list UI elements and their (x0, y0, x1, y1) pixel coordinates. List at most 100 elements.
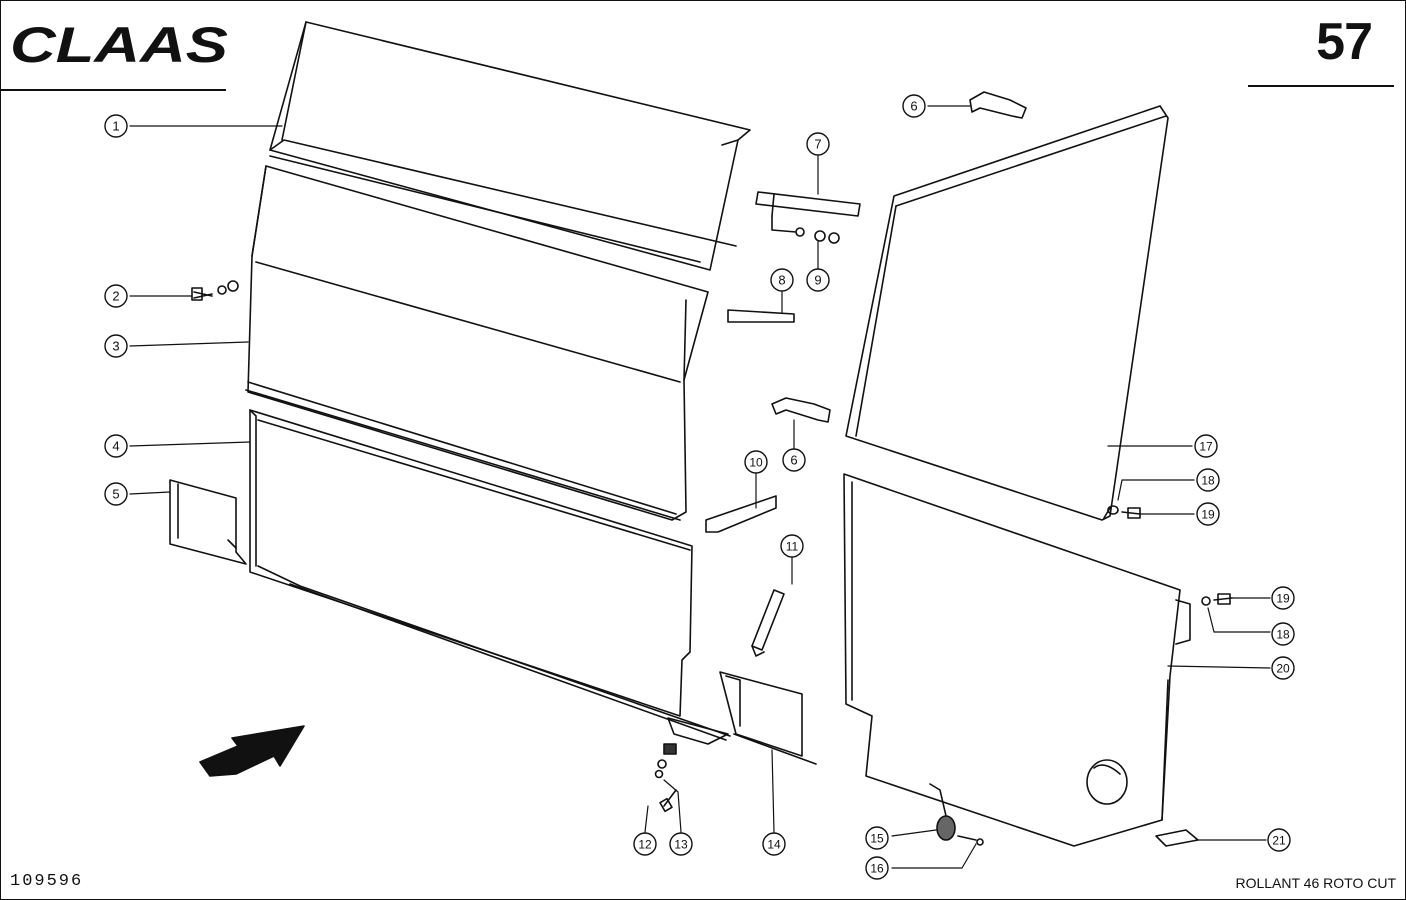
callout-label: 16 (870, 862, 884, 876)
part-10-strip (705, 495, 777, 533)
callout-c14: 14 (762, 832, 786, 856)
callout-label: 3 (112, 339, 119, 354)
callout-circle (669, 832, 693, 856)
callout-circle (104, 334, 128, 358)
callout-label: 10 (749, 456, 763, 470)
callout-label: 9 (814, 273, 821, 288)
callout-label: 21 (1272, 834, 1286, 848)
callout-circle (806, 268, 830, 292)
header-rule-right (1248, 85, 1394, 87)
callout-circle (104, 114, 128, 138)
claas-logo: CLAAS (10, 20, 228, 68)
callout-circle (1271, 586, 1295, 610)
callout-circle (1196, 502, 1220, 526)
callout-label: 6 (790, 453, 797, 468)
part-6-bracket-top (969, 91, 1027, 119)
callout-circle (744, 450, 768, 474)
callout-label: 8 (778, 273, 785, 288)
callout-c7: 7 (806, 132, 830, 156)
callout-circle (1267, 828, 1291, 852)
part-4-lower-panel (249, 409, 731, 745)
callout-c9: 9 (806, 268, 830, 292)
callout-c19a: 19 (1196, 502, 1220, 526)
part-1-top-panel (269, 21, 751, 271)
part-9-bolt (771, 215, 840, 244)
callout-c15: 15 (865, 826, 889, 850)
callout-label: 20 (1276, 662, 1290, 676)
part-18-washer-lower (1201, 596, 1211, 606)
callout-circle (865, 826, 889, 850)
callout-c1: 1 (104, 114, 128, 138)
callout-circle (1271, 622, 1295, 646)
page-number: 57 (1316, 13, 1373, 71)
callout-c5: 5 (104, 482, 128, 506)
callout-c11: 11 (780, 534, 804, 558)
callout-circle (104, 482, 128, 506)
part-15-knob (929, 783, 956, 841)
part-16-pin (957, 835, 984, 846)
callout-label: 5 (112, 487, 119, 502)
callout-label: 7 (814, 137, 821, 152)
part-3-middle-panel (245, 165, 709, 521)
callout-circle (902, 94, 926, 118)
callout-circle (1194, 434, 1218, 458)
part-14-bracket (719, 671, 817, 765)
leader-lines (129, 105, 1271, 869)
callout-label: 1 (112, 119, 119, 134)
callout-label: 2 (112, 289, 119, 304)
callout-c20: 20 (1271, 656, 1295, 680)
callout-circle (782, 448, 806, 472)
callout-c8: 8 (770, 268, 794, 292)
callout-label: 18 (1201, 474, 1215, 488)
callout-label: 14 (767, 838, 781, 852)
model-name: ROLLANT 46 ROTO CUT (1235, 875, 1396, 891)
callout-circle (633, 832, 657, 856)
callout-c19b: 19 (1271, 586, 1295, 610)
callout-label: 6 (910, 99, 917, 114)
callout-label: 11 (786, 540, 799, 554)
part-12-bolt (659, 789, 677, 813)
callout-label: 17 (1199, 440, 1213, 454)
part-19-bolt-upper (1121, 507, 1141, 519)
callout-label: 19 (1201, 508, 1215, 522)
callout-circle (762, 832, 786, 856)
part-19-bolt-lower (1213, 593, 1233, 605)
part-8-plate (727, 309, 795, 323)
part-7-strip (755, 191, 861, 217)
part-6-bracket-bottom (771, 397, 831, 423)
callout-label: 18 (1276, 628, 1290, 642)
part-21-clip (1155, 829, 1199, 847)
callout-label: 13 (674, 838, 688, 852)
callout-circle (865, 856, 889, 880)
callout-c13: 13 (669, 832, 693, 856)
callout-label: 4 (112, 439, 119, 454)
callout-c6b: 6 (782, 448, 806, 472)
callout-c18b: 18 (1271, 622, 1295, 646)
callout-circle (780, 534, 804, 558)
callout-c2: 2 (104, 284, 128, 308)
header-rule-left (0, 89, 226, 91)
callout-circle (770, 268, 794, 292)
callout-c3: 3 (104, 334, 128, 358)
callout-label: 15 (870, 832, 884, 846)
callout-circle (806, 132, 830, 156)
direction-arrow (199, 725, 305, 777)
callout-circle (1196, 468, 1220, 492)
callout-label: 12 (638, 838, 652, 852)
part-17-side-door (845, 105, 1169, 521)
callout-c18a: 18 (1196, 468, 1220, 492)
callout-c10: 10 (744, 450, 768, 474)
callout-circle (104, 284, 128, 308)
drawing-number: 109596 (10, 872, 84, 891)
part-5-bracket (169, 479, 247, 565)
callout-circle (104, 434, 128, 458)
callout-label: 19 (1276, 592, 1290, 606)
part-20-lower-side-door (843, 473, 1191, 847)
callout-c6a: 6 (902, 94, 926, 118)
callout-c21: 21 (1267, 828, 1291, 852)
callout-c16: 16 (865, 856, 889, 880)
callout-c12: 12 (633, 832, 657, 856)
